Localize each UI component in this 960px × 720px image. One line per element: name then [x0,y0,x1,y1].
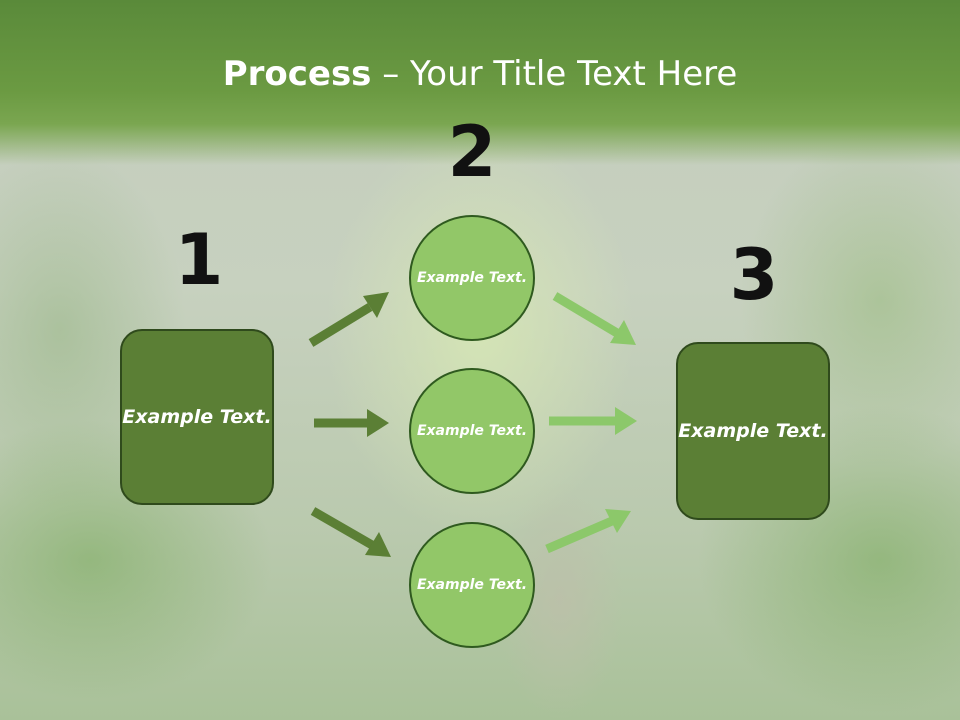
arrow-1-to-bottom [310,507,391,557]
arrow-1-to-top [308,292,389,347]
circle-top-text: Example Text. [416,269,528,286]
step-number-1: 1 [174,219,224,301]
title-bold: Process [222,54,372,94]
step-3-text: Example Text. [678,419,828,442]
arrow-top-to-3 [552,292,636,345]
arrow-bottom-to-3 [545,509,631,554]
step-2-circle-bottom[interactable]: Example Text. [409,522,535,648]
circle-bottom-text: Example Text. [416,576,528,593]
step-3-box[interactable]: Example Text. [676,342,830,520]
step-2-circle-top[interactable]: Example Text. [409,215,535,341]
step-number-2: 2 [447,111,497,193]
step-2-circle-middle[interactable]: Example Text. [409,368,535,494]
step-number-3: 3 [729,234,779,316]
arrow-middle-to-3 [549,407,637,435]
title-band [0,0,960,165]
slide-title[interactable]: Process – Your Title Text Here [0,52,960,96]
title-rest: – Your Title Text Here [371,54,738,94]
step-1-box[interactable]: Example Text. [120,329,274,505]
arrow-1-to-middle [314,409,389,437]
step-1-text: Example Text. [122,405,272,428]
circle-middle-text: Example Text. [416,422,528,439]
